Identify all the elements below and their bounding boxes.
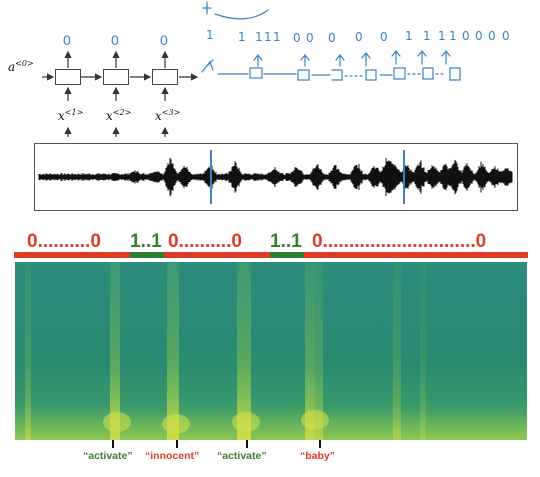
rnn-output-1: 0 — [63, 32, 71, 48]
rnn-input-2-var: x — [106, 109, 113, 123]
hw-up-arrow-4 — [361, 52, 371, 67]
hw-cell-6 — [393, 67, 406, 80]
spectrogram-energy-columns — [25, 262, 426, 440]
hw-up-arrow-2 — [300, 54, 310, 67]
label-bar-one-2 — [270, 252, 304, 258]
spectrogram-low-freq-band — [15, 402, 527, 440]
hw-output-17: 0 — [488, 29, 496, 43]
word-label-activate-2: “activate” — [217, 450, 267, 462]
hw-up-arrow-3 — [335, 54, 345, 67]
hw-output-2: 1 — [238, 30, 246, 44]
hw-output-16: 0 — [475, 29, 483, 43]
hw-output-5: 1 — [273, 30, 281, 44]
hw-cell-2 — [249, 67, 263, 79]
word-label-activate-1: “activate” — [83, 450, 133, 462]
hw-output-6: 0 — [293, 31, 301, 45]
spectrogram-column-7 — [393, 262, 401, 440]
hw-output-12: 1 — [423, 29, 431, 43]
hw-output-9: 0 — [355, 30, 363, 44]
hw-output-10: 0 — [380, 30, 388, 44]
rnn-input-1-sup: <1> — [64, 108, 84, 117]
spectrogram-hotspot-1 — [103, 412, 131, 432]
label-bar — [14, 252, 528, 258]
hw-up-arrow-7 — [441, 50, 451, 65]
hw-output-14: 1 — [449, 29, 457, 43]
initial-state-label: a<0> — [8, 59, 34, 74]
rnn-arrows — [42, 50, 199, 137]
label-segment-2: 1..1 — [130, 231, 162, 252]
word-label-baby: “baby” — [300, 450, 336, 462]
hw-output-18: 0 — [502, 29, 510, 43]
initial-state-var: a — [8, 60, 16, 74]
word-label-innocent: “innocent” — [145, 450, 200, 462]
hw-brace — [214, 9, 269, 20]
rnn-input-1-var: x — [58, 109, 65, 123]
spectrogram-column-2 — [110, 262, 120, 440]
hw-up-arrow-5 — [391, 50, 401, 65]
spectrogram-hotspot-3 — [232, 412, 260, 432]
hw-cell-5 — [365, 69, 377, 81]
label-bar-zero-2 — [164, 252, 270, 258]
hw-output-7: 0 — [306, 31, 314, 45]
label-segment-1: 0..........0 — [27, 231, 101, 252]
rnn-input-1: x<1> — [58, 108, 83, 123]
rnn-input-2: x<2> — [106, 108, 131, 123]
hw-cell-7 — [422, 67, 434, 80]
hw-output-13: 1 — [438, 29, 446, 43]
spectrogram-column-6 — [315, 262, 323, 440]
rnn-input-2-sup: <2> — [112, 108, 132, 117]
waveform-trace — [38, 157, 513, 197]
rnn-cell-2 — [103, 69, 129, 85]
initial-state-sup: <0> — [15, 59, 34, 68]
hw-output-11: 1 — [405, 29, 413, 43]
spectrogram-column-5 — [305, 262, 315, 440]
label-segment-5: 0.............................0 — [312, 231, 487, 252]
hw-output-8: 0 — [328, 31, 336, 45]
rnn-cell-3 — [152, 69, 178, 85]
label-bar-zero-3 — [304, 252, 528, 258]
word-ticks — [112, 440, 321, 448]
spectrogram-column-8 — [420, 262, 426, 440]
spectrogram-hotspot-4 — [301, 410, 329, 430]
spectrogram — [15, 262, 527, 440]
hw-cell-1 — [201, 59, 214, 73]
audio-waveform-panel — [34, 143, 518, 211]
hw-output-1: 1 — [206, 28, 214, 42]
hw-cell-4 — [331, 69, 343, 81]
hw-cell-8 — [449, 67, 461, 81]
rnn-output-2: 0 — [111, 32, 119, 48]
hw-tick-mark — [202, 1, 212, 15]
label-segment-4: 1..1 — [270, 231, 302, 252]
spectrogram-hotspot-2 — [162, 414, 190, 434]
label-bar-one-1 — [130, 252, 164, 258]
rnn-input-3: x<3> — [155, 108, 180, 123]
label-bar-zero-1 — [14, 252, 130, 258]
hw-up-arrow-1 — [253, 54, 263, 67]
hw-cell-3 — [297, 69, 310, 81]
rnn-output-3: 0 — [160, 32, 168, 48]
hw-output-4: 1 — [264, 30, 272, 44]
spectrogram-column-4 — [237, 262, 251, 440]
spectrogram-column-3 — [167, 262, 179, 440]
label-segment-3: 0..........0 — [168, 231, 242, 252]
handwritten-sketch — [201, 1, 461, 81]
hw-output-3: 1 — [255, 30, 263, 44]
hw-output-15: 0 — [462, 29, 470, 43]
rnn-input-3-sup: <3> — [161, 108, 181, 117]
hw-up-arrow-6 — [417, 50, 427, 65]
audio-waveform — [38, 150, 513, 204]
spectrogram-column-1 — [25, 262, 31, 440]
rnn-input-3-var: x — [155, 109, 162, 123]
rnn-cell-1 — [55, 69, 81, 85]
